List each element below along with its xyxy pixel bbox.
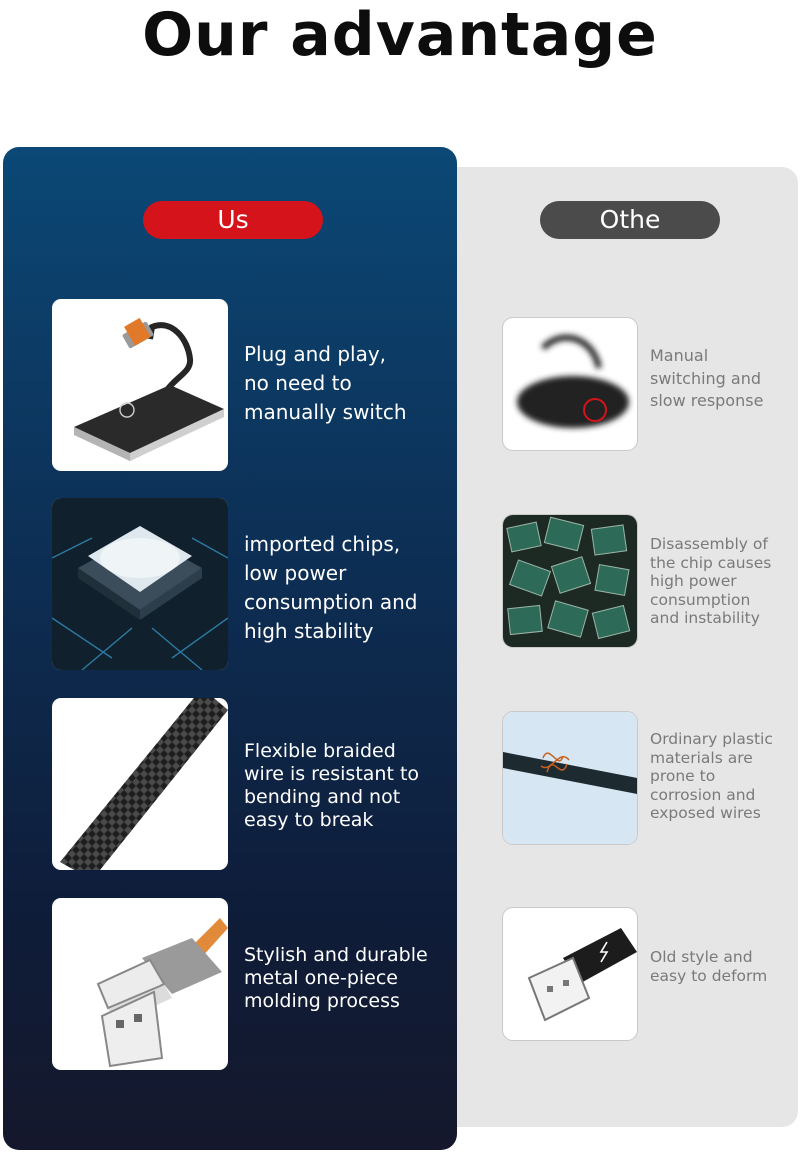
blurry-hub-device-image xyxy=(502,317,638,451)
other-feature-2-text: Disassembly of the chip causes high powe… xyxy=(650,535,772,627)
us-feature-3-text: Flexible braided wire is resistant to be… xyxy=(244,740,420,831)
usb-hub-device-image xyxy=(52,299,228,471)
braided-cable-image xyxy=(52,698,228,870)
other-feature-1-text: Manual switching and slow response xyxy=(650,346,764,410)
us-feature-1-text: Plug and play, no need to manually switc… xyxy=(244,342,407,424)
pile-of-chips-image xyxy=(502,514,638,648)
damaged-cable-image xyxy=(502,711,638,845)
other-feature-3-text: Ordinary plastic materials are prone to … xyxy=(650,730,773,822)
other-label-pill: Othe xyxy=(540,201,720,239)
page-title: Our advantage xyxy=(142,0,658,70)
circuit-chip-image xyxy=(52,498,228,670)
us-feature-2-text: imported chips, low power consumption an… xyxy=(244,532,418,643)
metal-usb-plug-image xyxy=(52,898,228,1070)
us-feature-4-text: Stylish and durable metal one-piece mold… xyxy=(244,944,428,1012)
plain-usb-plug-image xyxy=(502,907,638,1041)
other-feature-4-text: Old style and easy to deform xyxy=(650,948,768,985)
us-label-pill: Us xyxy=(143,201,323,239)
